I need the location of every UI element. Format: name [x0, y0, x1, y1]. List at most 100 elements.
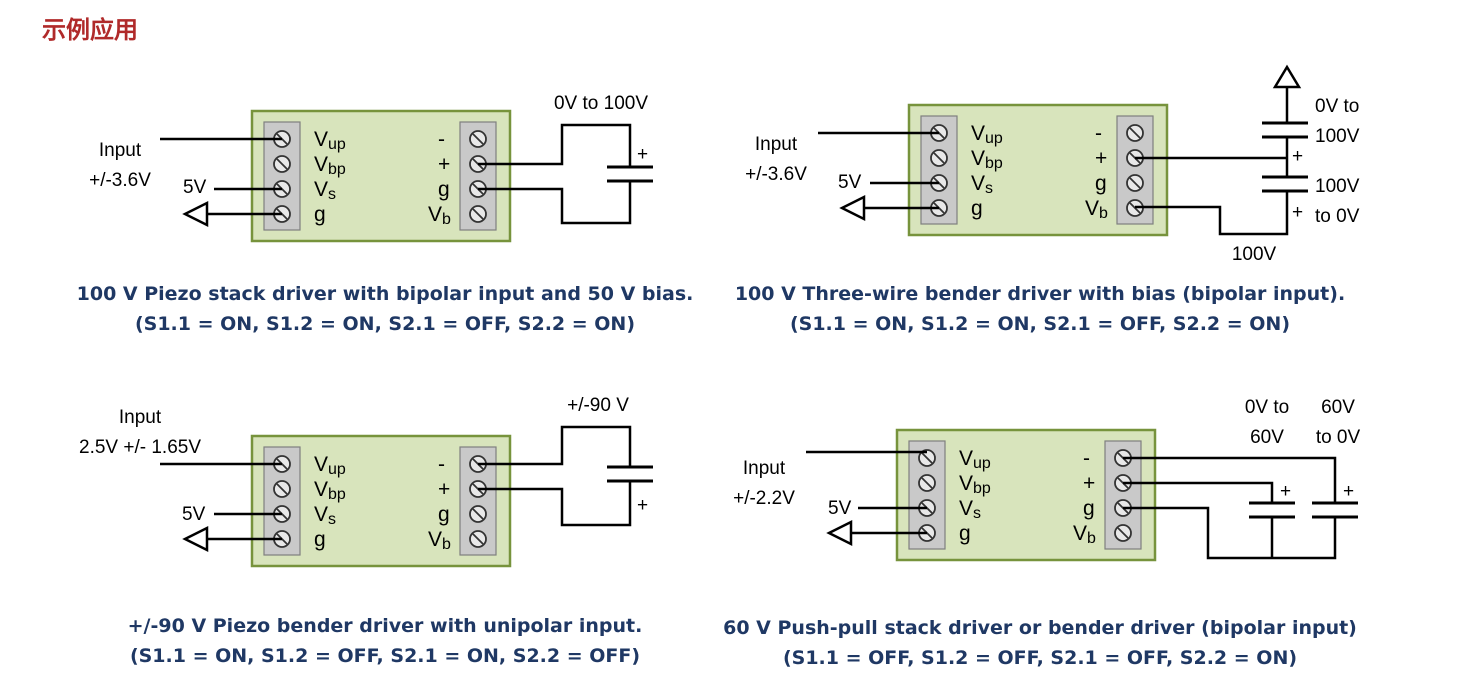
- supply-arrow-icon: [1272, 64, 1302, 89]
- page-heading: 示例应用: [42, 16, 138, 44]
- output-label: 0V to 100V: [554, 93, 648, 114]
- caption-switches: (S1.1 = ON, S1.2 = ON, S2.1 = OFF, S2.2 …: [789, 313, 1291, 335]
- capacitor-icon: [1262, 121, 1308, 139]
- supply-label: 5V: [182, 504, 206, 525]
- input-label: +/-3.6V: [745, 164, 807, 185]
- pin-label-left: g: [959, 522, 971, 545]
- wire: [1123, 481, 1274, 503]
- arrow-head: [826, 519, 853, 547]
- pin-label-right: Vb: [428, 203, 451, 228]
- ground-arrow-icon: [182, 200, 209, 228]
- screw-terminal-icon: [918, 449, 936, 467]
- capacitor-icon: [607, 465, 653, 483]
- pin-label-right: -: [1095, 122, 1102, 145]
- capacitor-plus: +: [1292, 146, 1303, 167]
- supply-label: 5V: [838, 172, 862, 193]
- pin-label-left: Vup: [314, 128, 346, 153]
- screw-terminal-icon: [469, 205, 487, 223]
- ground-arrow-icon: [839, 194, 866, 222]
- pin-label-left: g: [314, 203, 326, 226]
- output-label: 100V: [1315, 126, 1360, 147]
- input-label: +/-3.6V: [89, 170, 151, 191]
- supply-label: 5V: [828, 498, 852, 519]
- wire: [1123, 456, 1337, 503]
- arrow-head: [1272, 64, 1302, 89]
- screw-slot: [933, 152, 945, 164]
- screw-slot: [472, 508, 484, 520]
- screw-terminal-icon: [1126, 174, 1144, 192]
- wire: [1135, 191, 1289, 236]
- input-label: Input: [119, 407, 162, 428]
- input-label: Input: [743, 458, 786, 479]
- wire: [1123, 506, 1337, 560]
- wire: [478, 481, 632, 527]
- screw-terminal-icon: [1126, 124, 1144, 142]
- pin-label-right: Vb: [428, 528, 451, 553]
- pin-label-right: -: [438, 128, 445, 151]
- pin-label-right: g: [438, 503, 450, 526]
- input-label: Input: [99, 140, 142, 161]
- screw-terminal-icon: [273, 155, 291, 173]
- screw-slot: [921, 452, 933, 464]
- output-label: 0V to: [1315, 96, 1359, 117]
- caption-diagram-3: +/-90 V Piezo bender driver with unipola…: [60, 611, 710, 671]
- output-label: 0V to: [1245, 397, 1289, 418]
- pin-label-left: Vup: [959, 447, 991, 472]
- pin-label-left: Vs: [971, 172, 993, 197]
- pin-label-left: Vs: [314, 503, 336, 528]
- capacitor-icon: [1249, 501, 1295, 519]
- output-label: 60V: [1250, 427, 1284, 448]
- output-label: +/-90 V: [567, 395, 629, 416]
- screw-terminal-icon: [469, 530, 487, 548]
- screw-terminal-icon: [469, 505, 487, 523]
- output-label: 60V: [1321, 397, 1355, 418]
- ground-arrow-icon: [826, 519, 853, 547]
- capacitor-plus: +: [637, 495, 648, 516]
- caption-title: 100 V Piezo stack driver with bipolar in…: [76, 283, 694, 305]
- capacitor-plus: +: [1280, 481, 1291, 502]
- pin-label-right: +: [1083, 472, 1095, 495]
- pin-label-right: g: [1083, 497, 1095, 520]
- screw-slot: [472, 533, 484, 545]
- arrow-head: [182, 200, 209, 228]
- pin-label-right: g: [438, 178, 450, 201]
- pin-label-left: Vup: [314, 453, 346, 478]
- output-label: 100V: [1315, 176, 1360, 197]
- screw-terminal-icon: [1114, 524, 1132, 542]
- screw-terminal-icon: [918, 474, 936, 492]
- arrow-head: [182, 525, 209, 553]
- capacitor-plus: +: [637, 144, 648, 165]
- screw-slot: [1117, 527, 1129, 539]
- pin-label-left: Vbp: [314, 478, 346, 503]
- caption-diagram-1: 100 V Piezo stack driver with bipolar in…: [60, 279, 710, 339]
- screw-slot: [276, 483, 288, 495]
- pin-label-left: Vup: [971, 122, 1003, 147]
- ground-arrow-icon: [182, 525, 209, 553]
- output-label: to 0V: [1316, 427, 1361, 448]
- capacitor-plus: +: [1343, 481, 1354, 502]
- output-label: to 0V: [1315, 206, 1360, 227]
- arrow-head: [839, 194, 866, 222]
- screw-slot: [1129, 127, 1141, 139]
- input-label: Input: [755, 134, 798, 155]
- pin-label-right: Vb: [1085, 197, 1108, 222]
- pin-label-right: +: [438, 478, 450, 501]
- input-label: +/-2.2V: [733, 488, 795, 509]
- screw-terminal-icon: [273, 480, 291, 498]
- output-label: 100V: [1232, 244, 1277, 265]
- wire: [478, 425, 632, 467]
- capacitor-icon: [1262, 175, 1308, 193]
- pin-label-right: +: [1095, 147, 1107, 170]
- caption-title: +/-90 V Piezo bender driver with unipola…: [127, 615, 643, 637]
- screw-slot: [276, 158, 288, 170]
- pin-label-left: g: [314, 528, 326, 551]
- screw-slot: [472, 133, 484, 145]
- screw-slot: [472, 208, 484, 220]
- caption-title: 100 V Three-wire bender driver with bias…: [734, 283, 1346, 305]
- screw-slot: [1129, 177, 1141, 189]
- pin-label-left: Vbp: [314, 153, 346, 178]
